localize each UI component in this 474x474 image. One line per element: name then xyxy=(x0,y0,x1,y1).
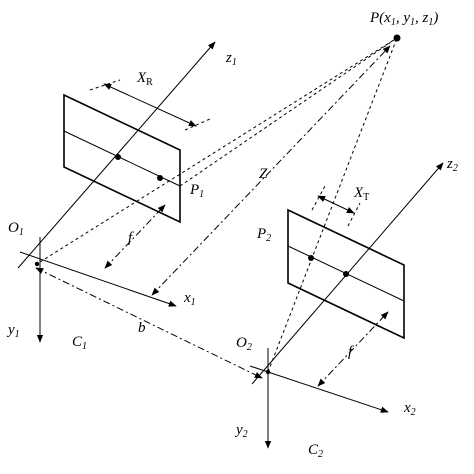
Z-dimension xyxy=(151,45,391,296)
xt-ext-2 xyxy=(347,202,361,227)
label-P2: P2 xyxy=(256,226,271,244)
label-x1: x1 xyxy=(183,290,196,308)
origin-O1 xyxy=(34,261,40,267)
label-f-left: f xyxy=(128,230,134,246)
ray-left xyxy=(39,37,398,263)
label-O1: O1 xyxy=(8,220,24,238)
label-C2: C2 xyxy=(308,442,323,460)
f-right-dimension xyxy=(317,311,389,387)
ray-right xyxy=(267,37,398,373)
left-camera xyxy=(17,37,398,343)
f-left-dimension xyxy=(104,204,166,269)
principal-point-2 xyxy=(343,271,349,277)
xr-ext-2 xyxy=(184,118,211,131)
x2-axis xyxy=(249,365,389,413)
label-O2: O2 xyxy=(236,335,252,353)
b-dimension xyxy=(35,267,263,379)
shared-geometry xyxy=(35,34,401,379)
origin-O2 xyxy=(265,369,271,375)
ray-plane1-to-P xyxy=(179,37,398,187)
label-z2: z2 xyxy=(446,156,458,174)
label-x2: x2 xyxy=(403,400,416,418)
label-z1: z1 xyxy=(225,50,237,68)
label-b: b xyxy=(138,320,146,336)
projection-point-P2 xyxy=(308,255,314,261)
label-y1: y1 xyxy=(6,322,20,340)
label-y2: y2 xyxy=(234,422,248,440)
world-point-P xyxy=(393,34,401,42)
projection-point-P1 xyxy=(157,175,163,181)
label-XT: XT xyxy=(353,185,369,203)
labels: P(x1, y1, z1) z1 z2 XR XT P1 P2 Z O1 O2 … xyxy=(6,10,458,460)
label-Z: Z xyxy=(259,166,268,182)
xr-ext-1 xyxy=(89,79,121,91)
label-XR: XR xyxy=(136,70,153,88)
x1-axis xyxy=(19,251,177,307)
label-P1: P1 xyxy=(189,182,204,200)
xt-dimension xyxy=(317,195,355,214)
label-C1: C1 xyxy=(72,334,87,352)
principal-point-1 xyxy=(115,154,121,160)
right-camera xyxy=(249,37,444,449)
label-f-right: f xyxy=(348,344,354,360)
label-point-P: P(x1, y1, z1) xyxy=(369,10,438,28)
